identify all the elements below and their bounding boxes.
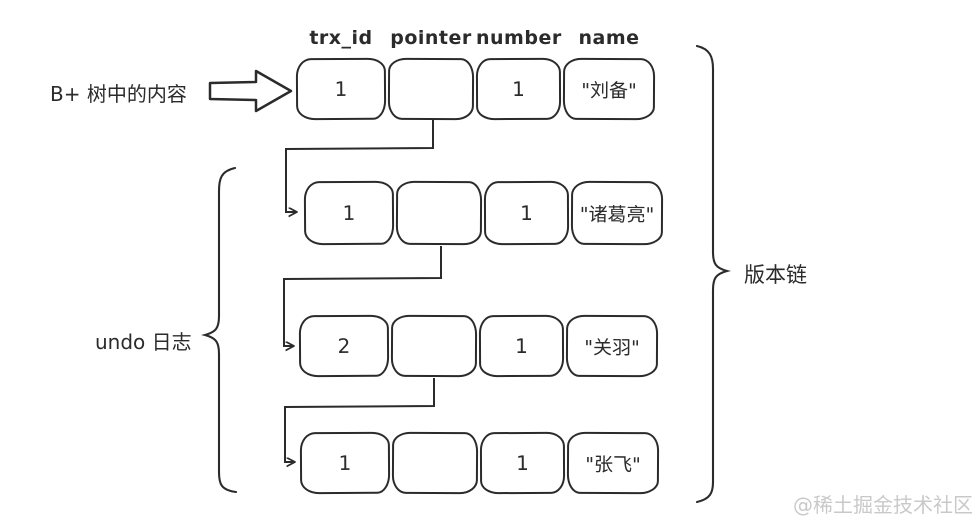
- pointer-connector-3: [284, 378, 435, 462]
- pointer-connector-1: [285, 120, 434, 212]
- cell-trx-id: 1: [303, 180, 395, 246]
- cell-name: "诸葛亮": [570, 180, 664, 246]
- cell-name: "关羽": [565, 314, 659, 378]
- cell-number: 1: [478, 314, 565, 378]
- version-chain-label: 版本链: [744, 263, 807, 287]
- undo-log-label: undo 日志: [95, 330, 192, 354]
- record-row-bplus: 1 1 "刘备": [295, 57, 656, 121]
- cell-number: 1: [475, 57, 562, 121]
- right-block-arrow-icon: [208, 69, 293, 113]
- header-name: name: [578, 27, 640, 49]
- header-pointer: pointer: [390, 27, 472, 49]
- record-row-undo-2: 2 1 "关羽": [298, 314, 659, 378]
- cell-name: "刘备": [562, 57, 656, 121]
- cell-pointer: [395, 180, 483, 246]
- cell-pointer: [387, 57, 475, 121]
- header-number: number: [476, 27, 562, 49]
- cell-trx-id: 2: [298, 314, 390, 378]
- header-trx-id: trx_id: [309, 27, 373, 49]
- record-row-undo-1: 1 1 "诸葛亮": [303, 180, 664, 246]
- cell-number: 1: [483, 180, 570, 246]
- cell-number: 1: [479, 431, 566, 495]
- cell-pointer: [391, 431, 479, 495]
- watermark: @稀土掘金技术社区: [793, 493, 973, 517]
- bplus-tree-content-label: B+ 树中的内容: [50, 82, 187, 106]
- version-chain-brace-icon: [695, 44, 731, 504]
- cell-trx-id: 1: [299, 431, 391, 495]
- undo-brace-icon: [201, 166, 238, 494]
- column-headers: trx_id pointer number name: [296, 27, 655, 49]
- pointer-connector-2: [283, 246, 442, 346]
- cell-name: "张飞": [566, 431, 660, 495]
- record-row-undo-3: 1 1 "张飞": [299, 431, 660, 495]
- cell-pointer: [390, 314, 478, 378]
- cell-trx-id: 1: [295, 57, 387, 121]
